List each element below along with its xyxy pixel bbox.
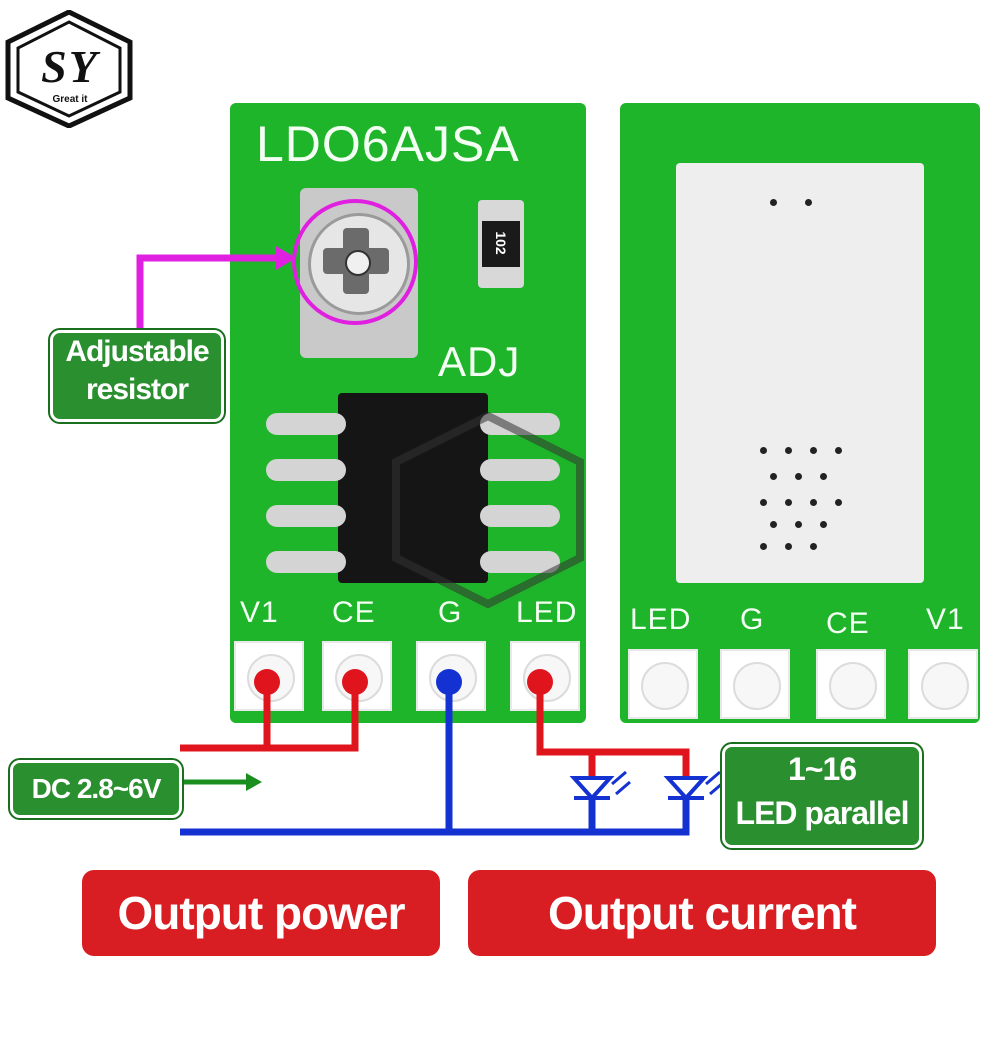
logo-letters: SY [41, 41, 99, 92]
pad-dot-g [436, 669, 462, 695]
watermark-logo [388, 410, 588, 610]
dc-input-text: DC 2.8~6V [31, 773, 162, 804]
output-current-banner: Output current 0.03~1.5A [468, 870, 936, 1025]
resistor-body [482, 221, 520, 267]
logo-hexagon-icon [5, 9, 133, 129]
output-power-banner: Output power 9w [82, 870, 440, 1025]
adj-label: ADJ [438, 338, 521, 385]
via [835, 447, 842, 454]
back-pad-ce [816, 649, 886, 719]
via [795, 473, 802, 480]
front-pcb: LDO6AJSA 102 ADJ V1 CE G LED [230, 103, 586, 723]
dc-input-label: DC 2.8~6V [10, 760, 182, 818]
pointer-line [136, 254, 280, 330]
pointer-arrowhead [276, 246, 296, 270]
wire-v1 [180, 682, 271, 752]
via [810, 499, 817, 506]
watermark-hexagon-icon [392, 411, 584, 609]
pad-dot-led [527, 669, 553, 695]
via [795, 521, 802, 528]
led-parallel-label: 1~16 LED parallel [722, 744, 922, 848]
back-copper-pad [676, 163, 924, 583]
via [760, 543, 767, 550]
ic-lead [480, 551, 560, 573]
led-label-line2: LED parallel [735, 795, 910, 831]
ic-lead [266, 459, 346, 481]
via [770, 199, 777, 206]
led-symbol-icon [663, 770, 725, 801]
ic-lead [266, 413, 346, 435]
wiring-diagram [136, 246, 725, 836]
ic-lead [266, 505, 346, 527]
adjustable-resistor-label: Adjustable resistor [50, 330, 224, 422]
via [810, 447, 817, 454]
via [820, 521, 827, 528]
wire-ce [267, 682, 359, 752]
pin-label-v1: V1 [240, 596, 279, 629]
led-label-line1: 1~16 [787, 751, 857, 787]
ic-lead [480, 505, 560, 527]
back-pin-label-v1: V1 [926, 603, 965, 636]
via [805, 199, 812, 206]
via [820, 473, 827, 480]
wire-led [536, 682, 690, 776]
via [785, 543, 792, 550]
pad-dot-ce [342, 669, 368, 695]
pad-dot-v1 [254, 669, 280, 695]
back-pad-led [628, 649, 698, 719]
back-pin-label-g: G [740, 603, 765, 636]
logo-tagline: Great it [52, 94, 88, 105]
via [835, 499, 842, 506]
pin-label-led: LED [516, 596, 578, 629]
ic-lead [480, 459, 560, 481]
brand-logo: SY Great it [4, 9, 134, 129]
adjustable-label-line1: Adjustable [65, 335, 209, 368]
output-power-text: Output power 9w [117, 887, 406, 1025]
board-title: LDO6AJSA [256, 116, 520, 172]
via [760, 499, 767, 506]
led-symbol-icon [569, 770, 631, 801]
pin-label-g: G [438, 596, 463, 629]
ic-lead [266, 551, 346, 573]
pin-label-ce: CE [332, 596, 376, 629]
via [785, 499, 792, 506]
wire-ground-led [449, 798, 690, 836]
trimmer-highlight-circle [292, 199, 418, 325]
via [770, 521, 777, 528]
back-pin-label-led: LED [630, 603, 692, 636]
back-pcb: LED G CE V1 [620, 103, 980, 723]
via [785, 447, 792, 454]
via [770, 473, 777, 480]
output-current-text: Output current 0.03~1.5A [548, 887, 857, 1025]
via [810, 543, 817, 550]
back-pin-label-ce: CE [826, 607, 870, 640]
wire-ground [180, 682, 453, 836]
via [760, 447, 767, 454]
back-pad-g [720, 649, 790, 719]
back-pad-v1 [908, 649, 978, 719]
input-arrow-head [246, 773, 262, 791]
adjustable-label-line2: resistor [85, 373, 189, 406]
